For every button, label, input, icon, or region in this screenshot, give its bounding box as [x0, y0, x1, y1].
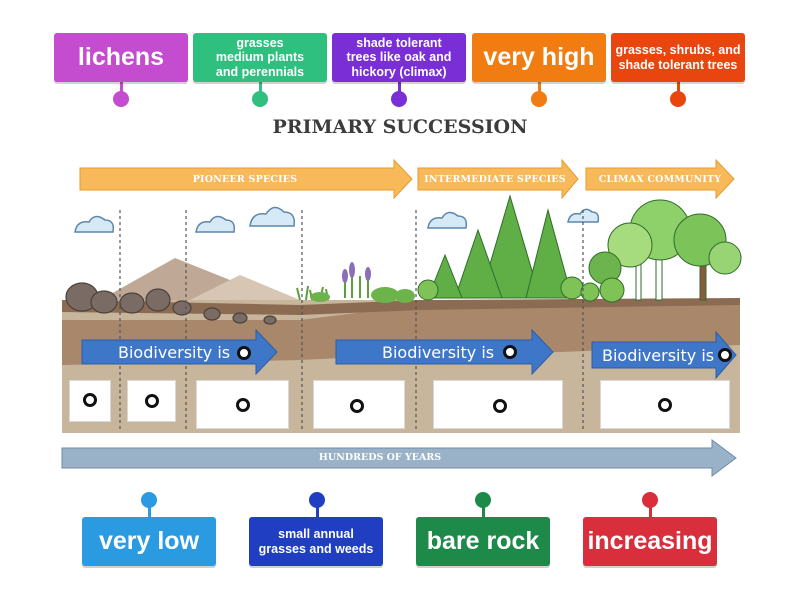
tile-pin-line	[120, 82, 123, 96]
tile-increasing[interactable]: increasing	[583, 517, 717, 566]
tile-pin-line	[259, 82, 262, 96]
deciduous-trees	[588, 199, 742, 303]
drop-target-stage-4[interactable]	[350, 399, 364, 413]
tile-pin-dot	[141, 492, 157, 508]
timeline-arrow	[61, 439, 737, 477]
tile-pin-line	[482, 503, 485, 517]
drop-target-stage-5[interactable]	[493, 399, 507, 413]
tile-shade-tolerant-trees[interactable]: shade tolerant trees like oak and hickor…	[332, 33, 466, 82]
biodiversity-label-pioneer: Biodiversity is	[118, 343, 231, 362]
diagram-title: PRIMARY SUCCESSION	[272, 116, 528, 138]
tile-pin-dot	[642, 492, 658, 508]
rocks	[65, 282, 277, 325]
tile-pin-dot	[113, 91, 129, 107]
timeline-label: HUNDREDS OF YEARS	[318, 452, 442, 463]
drop-target-biodiversity-climax[interactable]	[718, 348, 732, 362]
drop-target-biodiversity-intermediate[interactable]	[503, 345, 517, 359]
tile-pin-dot	[670, 91, 686, 107]
tile-bare-rock[interactable]: bare rock	[416, 517, 550, 566]
tile-pin-line	[649, 503, 652, 517]
drop-target-stage-6[interactable]	[658, 398, 672, 412]
tile-pin-line	[316, 503, 319, 517]
stage-label-pioneer: PIONEER SPECIES	[192, 174, 298, 185]
biodiversity-label-intermediate: Biodiversity is	[382, 343, 495, 362]
clouds	[74, 206, 600, 233]
tile-pin-dot	[475, 492, 491, 508]
drop-target-stage-3[interactable]	[236, 398, 250, 412]
drop-target-stage-2[interactable]	[145, 394, 159, 408]
stage-label-climax: CLIMAX COMMUNITY	[598, 174, 722, 185]
tile-pin-dot	[309, 492, 325, 508]
grass-patches	[296, 268, 369, 301]
tile-small-annual-grasses[interactable]: small annual grasses and weeds	[249, 517, 383, 566]
tile-lichens[interactable]: lichens	[54, 33, 188, 82]
stage-label-intermediate: INTERMEDIATE SPECIES	[424, 174, 566, 185]
tile-grasses-shrubs-trees[interactable]: grasses, shrubs, and shade tolerant tree…	[611, 33, 745, 82]
tile-very-high[interactable]: very high	[472, 33, 606, 82]
tile-pin-dot	[391, 91, 407, 107]
drop-target-stage-1[interactable]	[83, 393, 97, 407]
tile-pin-dot	[252, 91, 268, 107]
tile-grasses-medium-plants[interactable]: grasses medium plants and perennials	[193, 33, 327, 82]
drop-target-biodiversity-pioneer[interactable]	[237, 346, 251, 360]
biodiversity-label-climax: Biodiversity is	[602, 346, 715, 365]
tile-pin-line	[538, 82, 541, 96]
tile-pin-dot	[531, 91, 547, 107]
tile-pin-line	[398, 82, 401, 96]
stage-arrows	[79, 158, 735, 200]
tile-pin-line	[677, 82, 680, 96]
tile-pin-line	[148, 503, 151, 517]
biodiversity-arrows	[81, 328, 737, 380]
pine-trees	[427, 194, 573, 299]
tile-very-low[interactable]: very low	[82, 517, 216, 566]
